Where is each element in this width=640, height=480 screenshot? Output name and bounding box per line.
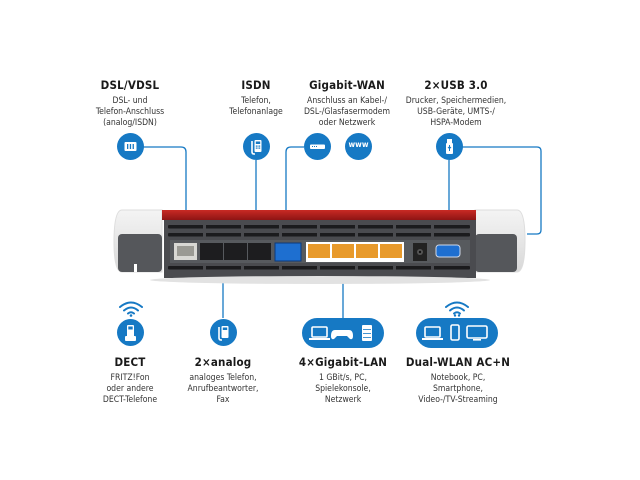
- laptop-icon: [422, 326, 443, 340]
- dect-wifi-icon: [119, 301, 143, 317]
- gamepad-icon: [331, 330, 353, 340]
- feature-desc: Anschluss an Kabel-/ DSL-/Glasfasermodem…: [303, 96, 391, 128]
- feature-usb: 2×USB 3.0 Drucker, Speichermedien, USB-G…: [392, 78, 520, 129]
- www-icon: www: [345, 133, 372, 160]
- feature-title: ISDN: [241, 78, 271, 92]
- feature-desc: analoges Telefon, Anrufbeantworter, Fax: [187, 373, 259, 405]
- wan-connector: [285, 146, 304, 228]
- dsl-connector: [143, 146, 187, 228]
- router-red-top: [162, 210, 476, 220]
- server-icon: [362, 325, 372, 341]
- dsl-port-icon: [117, 133, 144, 160]
- isdn-port: [248, 243, 271, 260]
- wan-port: [274, 242, 302, 262]
- modem-icon: [304, 133, 331, 160]
- lan-port-4: [380, 244, 402, 258]
- router-back-panel: [113, 209, 526, 284]
- lan-port-2: [332, 244, 354, 258]
- feature-title: 2×USB 3.0: [424, 78, 488, 92]
- feature-title: Dual-WLAN AC+N: [405, 355, 511, 369]
- analog-port-1: [200, 243, 223, 260]
- analog-port-2: [224, 243, 247, 260]
- feature-gigabit-wan: Gigabit-WAN Anschluss an Kabel-/ DSL-/Gl…: [284, 78, 410, 129]
- feature-title: Gigabit-WAN: [309, 78, 385, 92]
- wlan-wifi-icon: [445, 301, 469, 317]
- wlan-devices-icons: [416, 318, 498, 348]
- feature-desc: Telefon, Telefonanlage: [229, 96, 283, 117]
- laptop-icon: [309, 326, 330, 340]
- router-left-foot: [118, 234, 162, 272]
- feature-dsl: DSL/VDSL DSL- und Telefon-Anschluss (ana…: [70, 78, 190, 129]
- feature-analog: 2×analog analoges Telefon, Anrufbeantwor…: [166, 355, 280, 406]
- feature-desc: 1 GBit/s, PC, Spielekonsole, Netzwerk: [315, 373, 371, 405]
- feature-title: DECT: [114, 355, 146, 369]
- cordless-phone-icon: [117, 319, 144, 346]
- lan-port-1: [308, 244, 330, 258]
- feature-dect: DECT FRITZ!Fon oder andere DECT-Telefone: [70, 355, 190, 406]
- feature-title: 2×analog: [194, 355, 252, 369]
- feature-gigabit-lan: 4×Gigabit-LAN 1 GBit/s, PC, Spielekonsol…: [286, 355, 400, 406]
- feature-desc: FRITZ!Fon oder andere DECT-Telefone: [102, 373, 158, 405]
- desk-phone-icon: [243, 133, 270, 160]
- feature-desc: Notebook, PC, Smartphone, Video-/TV-Stre…: [418, 373, 498, 405]
- feature-dual-wlan: Dual-WLAN AC+N Notebook, PC, Smartphone,…: [398, 355, 518, 406]
- feature-isdn: ISDN Telefon, Telefonanlage: [206, 78, 306, 118]
- lan-devices-icons: [302, 318, 384, 348]
- tv-icon: [466, 325, 488, 341]
- feature-desc: Drucker, Speichermedien, USB-Geräte, UMT…: [405, 96, 507, 128]
- lan-port-3: [356, 244, 378, 258]
- usb-connector: [462, 146, 542, 235]
- usb-port: [435, 244, 461, 258]
- usb-stick-icon: [436, 133, 463, 160]
- router-right-foot: [475, 234, 517, 272]
- desk-phone-icon: [210, 319, 237, 346]
- smartphone-icon: [450, 324, 460, 341]
- feature-title: DSL/VDSL: [100, 78, 160, 92]
- feature-title: 4×Gigabit-LAN: [298, 355, 388, 369]
- feature-desc: DSL- und Telefon-Anschluss (analog/ISDN): [95, 96, 165, 128]
